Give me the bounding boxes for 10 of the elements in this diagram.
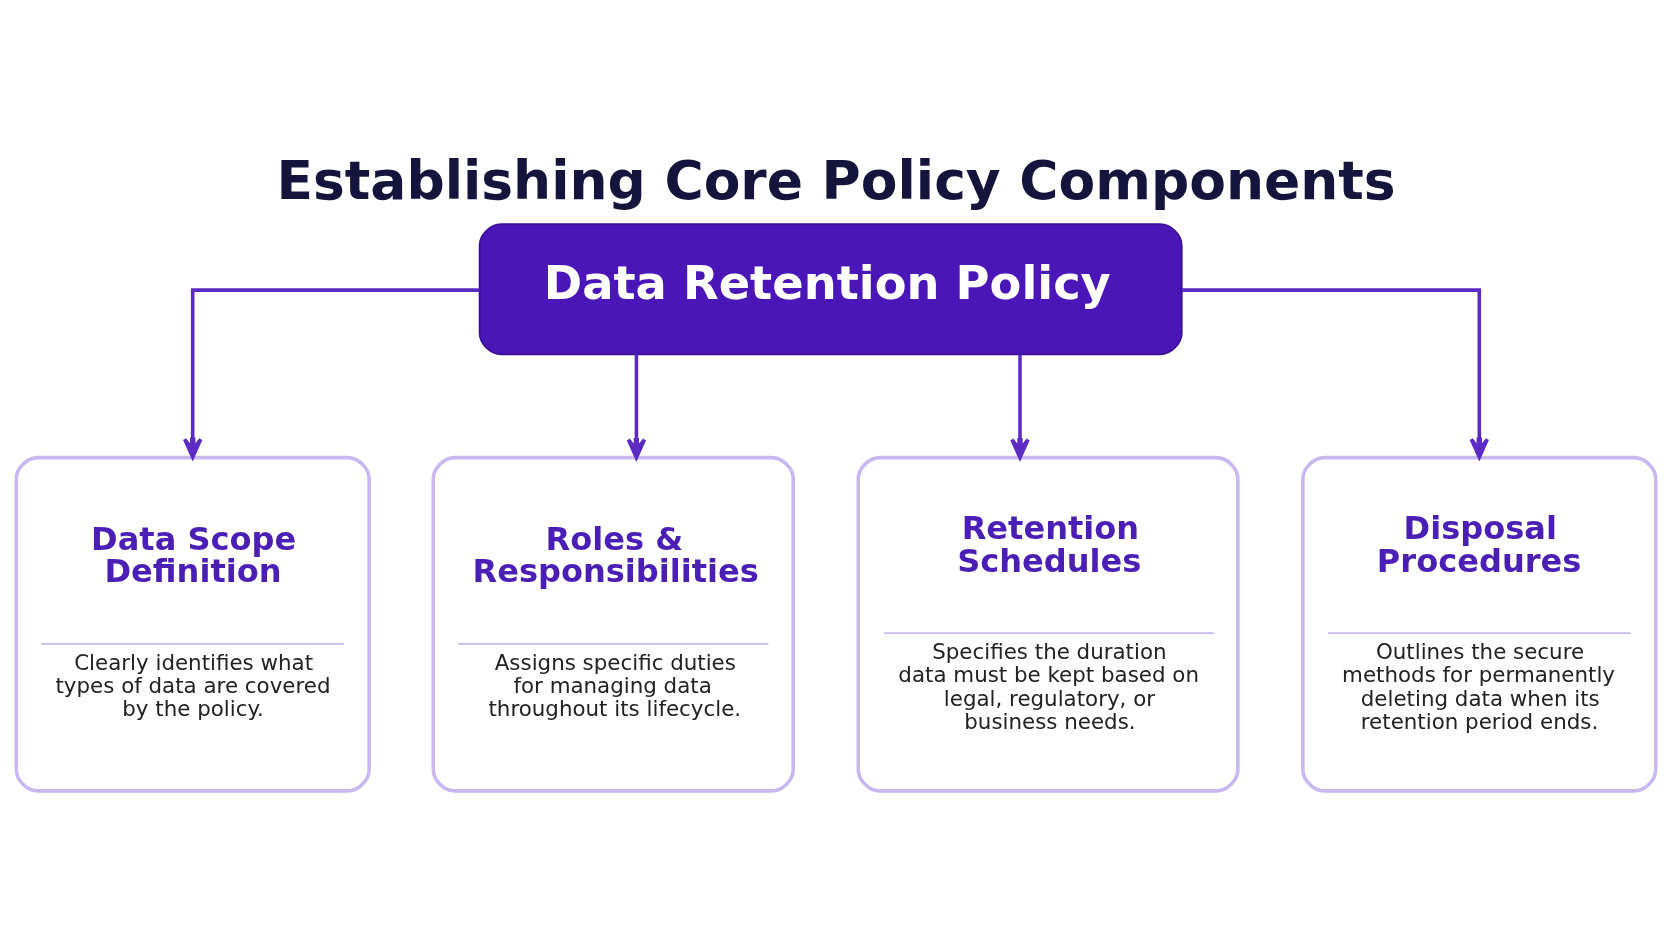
node-box: Data Scope Definition Clearly identifies what types of data are covered by the policy. bbox=[14, 455, 371, 793]
arrow bbox=[1010, 354, 1030, 459]
node-box: Data Retention Policy bbox=[478, 222, 1183, 355]
node-box: Roles & Responsibilities Assigns specific duties for managing data throughout its lifecycle. bbox=[431, 455, 795, 793]
arrow bbox=[182, 287, 480, 459]
diagram-title: Establishing Core Policy Components bbox=[276, 148, 1396, 212]
arrow bbox=[1182, 287, 1490, 459]
node-box: Retention Schedules Specifies the duration data must be kept based on legal, regulatory, or business needs. bbox=[856, 455, 1240, 793]
node-box: Disposal Procedures Outlines the secure methods for permanently deleting data when its retention period ends. bbox=[1301, 455, 1658, 793]
arrow bbox=[626, 354, 647, 459]
